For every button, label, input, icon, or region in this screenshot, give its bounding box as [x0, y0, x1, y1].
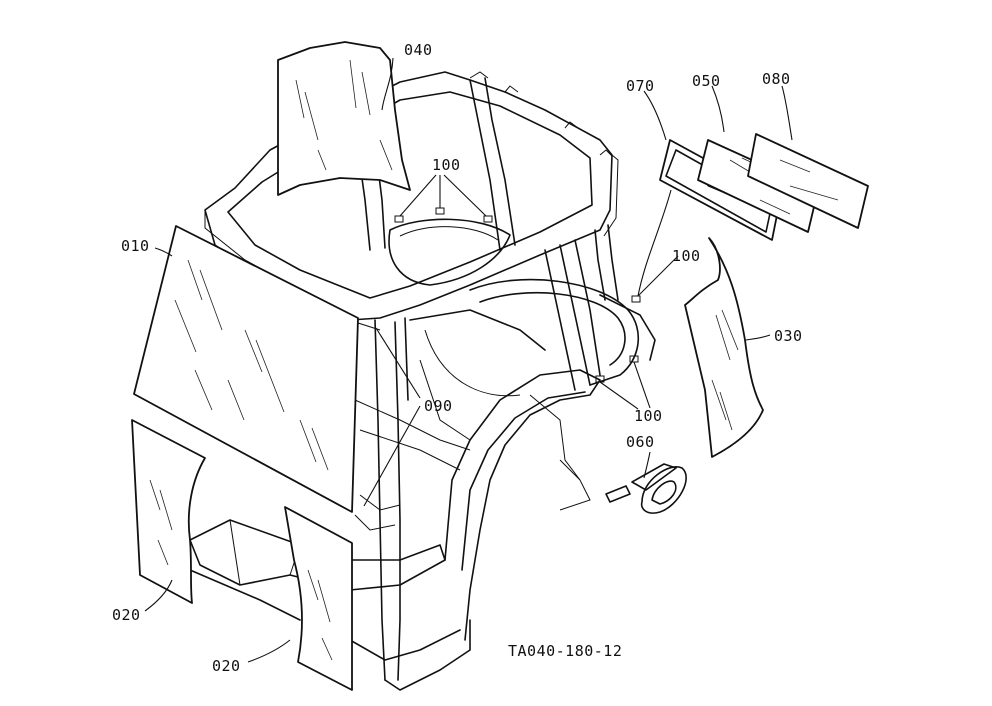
label-050: 050 [692, 72, 721, 90]
handle-060 [605, 463, 687, 514]
side-glass-030 [684, 237, 764, 458]
label-010: 010 [121, 237, 150, 255]
label-090: 090 [424, 397, 453, 415]
label-080: 080 [762, 70, 791, 88]
label-100-lower: 100 [634, 407, 663, 425]
glass-080 [747, 133, 869, 229]
lower-right-glass-020b [284, 506, 353, 691]
label-100-top: 100 [432, 156, 461, 174]
rear-glass-040 [277, 41, 411, 196]
windshield-010 [133, 225, 359, 513]
label-030: 030 [774, 327, 803, 345]
label-020-right: 020 [212, 657, 241, 675]
drawing-code: TA040-180-12 [508, 642, 622, 660]
lower-left-glass-020a [131, 419, 206, 604]
label-040: 040 [404, 41, 433, 59]
label-020-left: 020 [112, 606, 141, 624]
cabin-frame [189, 71, 656, 691]
label-060: 060 [626, 433, 655, 451]
bolts-100 [394, 207, 641, 383]
label-100-right: 100 [672, 247, 701, 265]
callout-labels: 040 010 020 020 030 070 050 080 100 100 … [112, 41, 803, 675]
leader-lines [144, 57, 793, 663]
label-070: 070 [626, 77, 655, 95]
